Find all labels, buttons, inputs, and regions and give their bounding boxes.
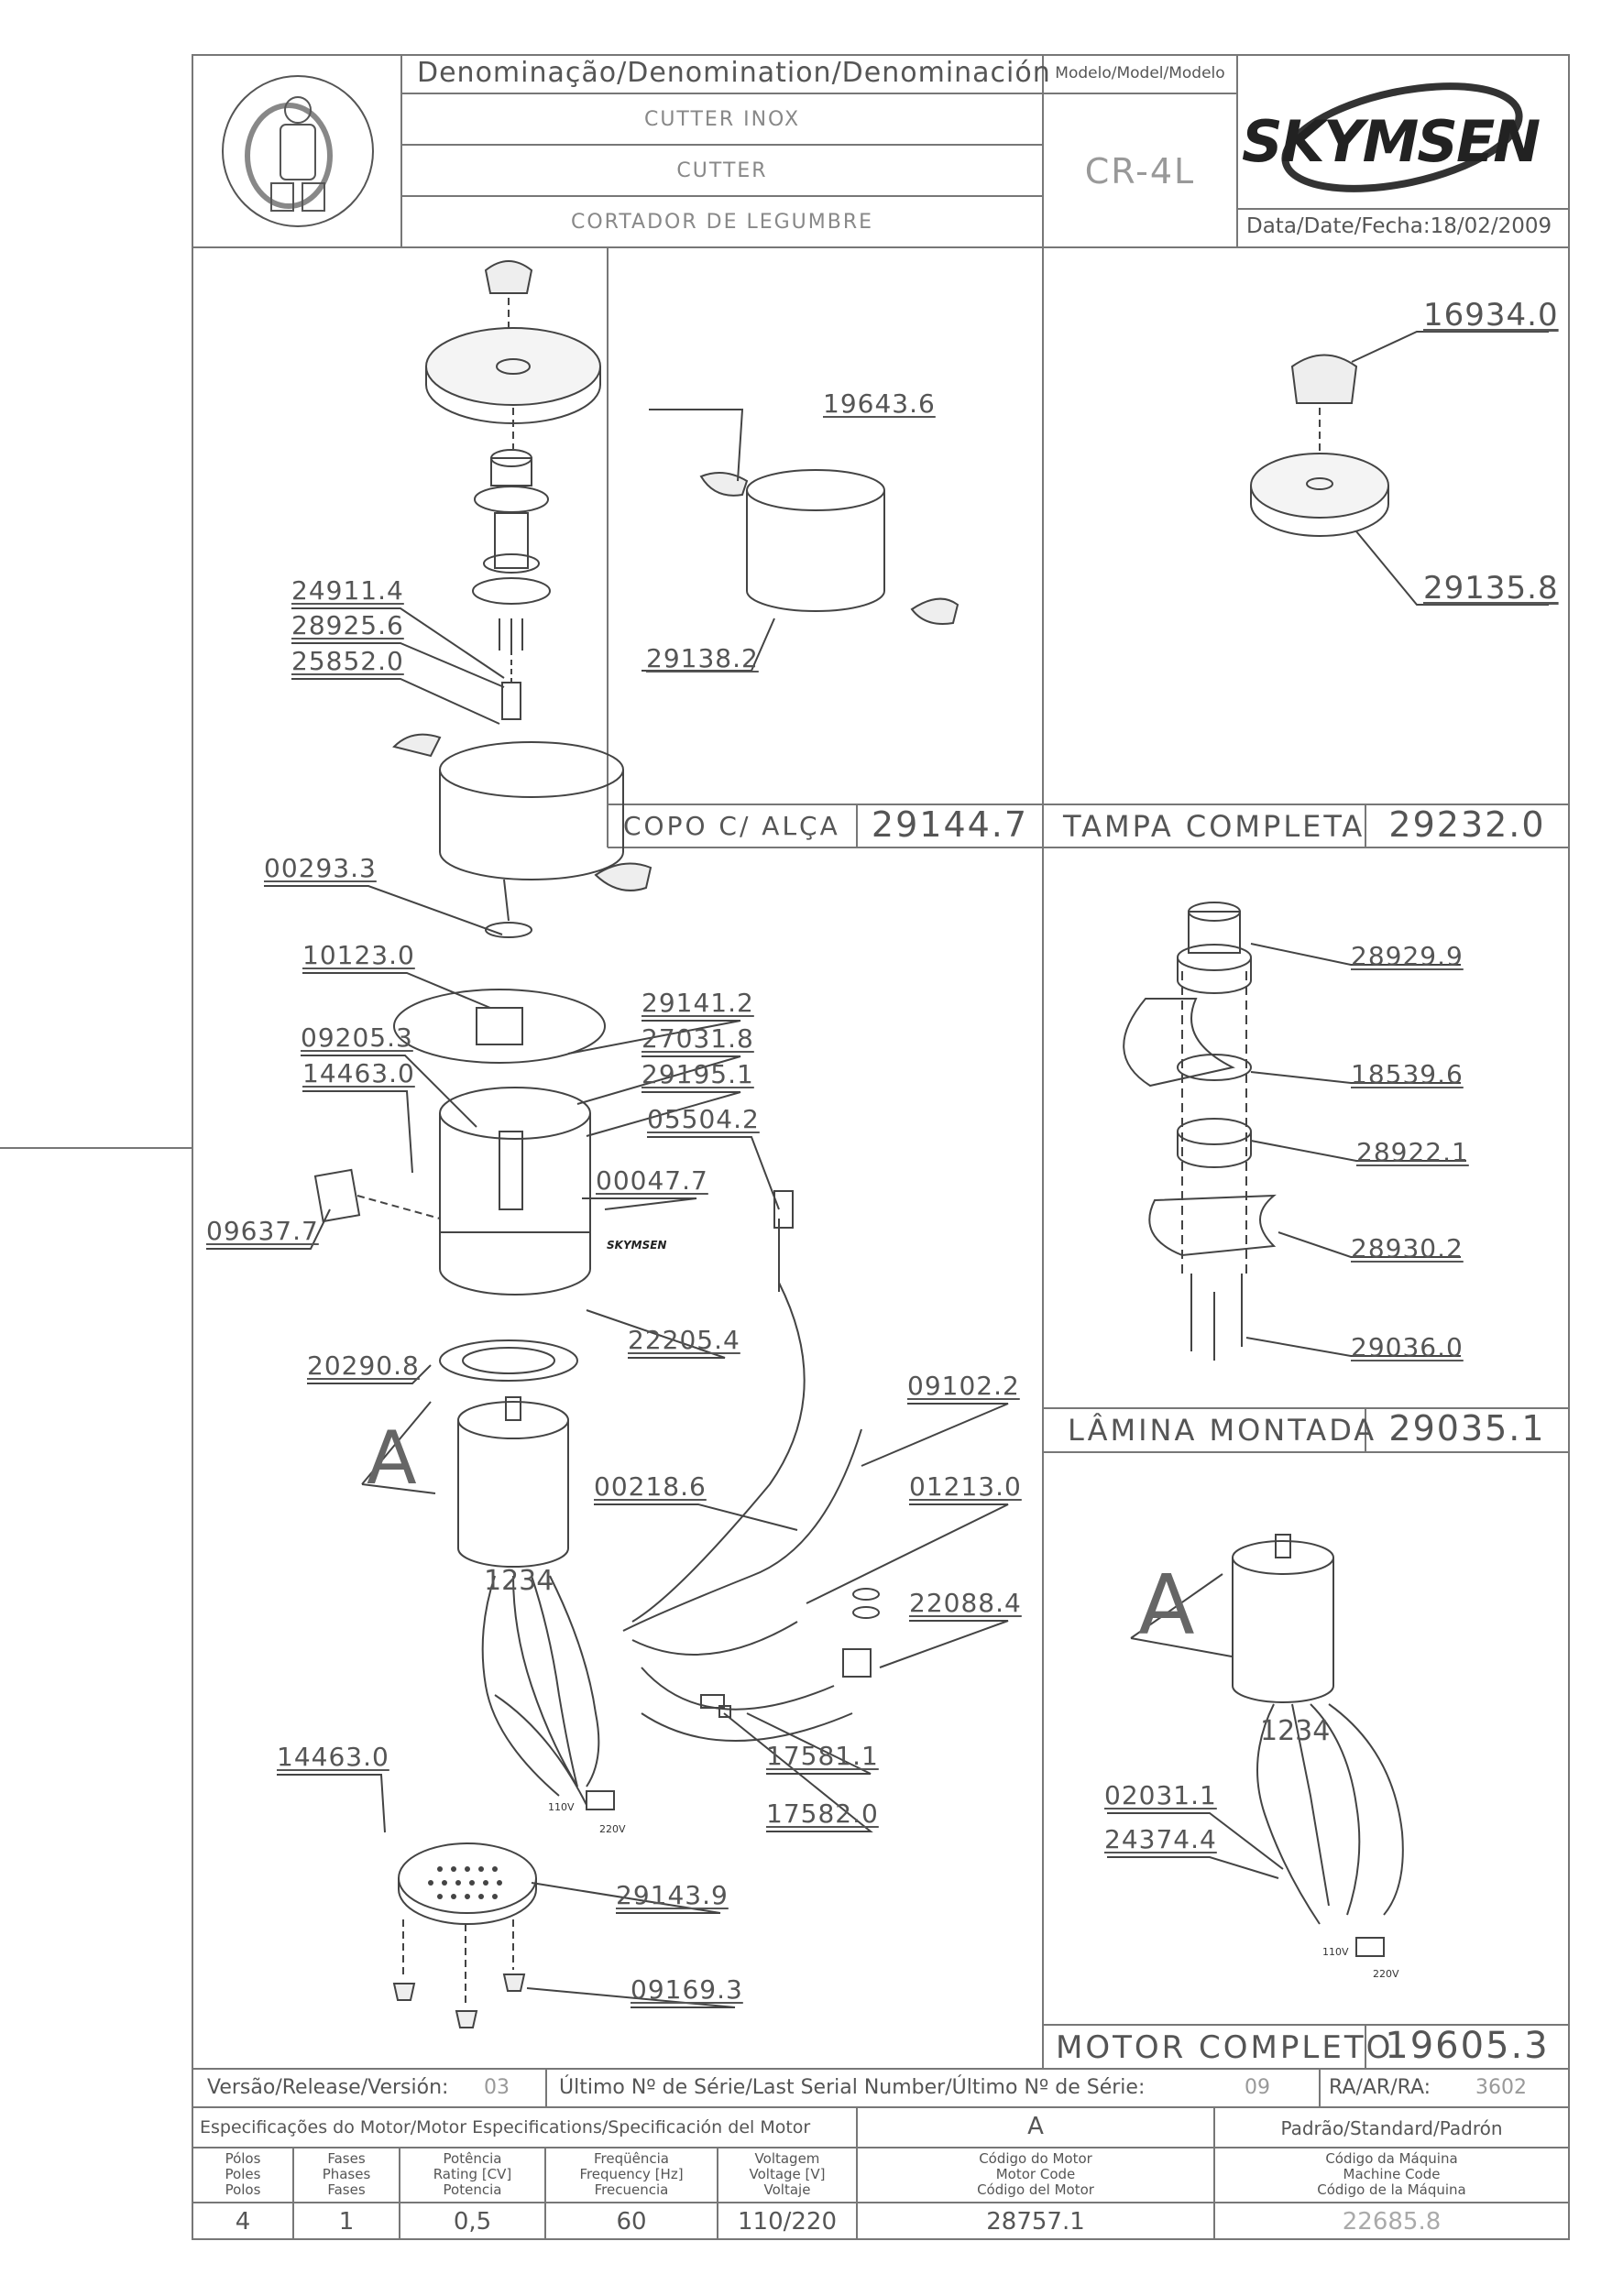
part-label-28930-2: 28930.2 [1351,1233,1464,1263]
copo-drawing [642,409,960,672]
date-field: Data/Date/Fecha:18/02/2009 [1246,214,1552,238]
part-label-24911-4: 24911.4 [291,575,404,606]
part-label-05504-2: 05504.2 [647,1104,760,1134]
part-label-24374-4: 24374.4 [1104,1824,1217,1854]
part-label-09205-3: 09205.3 [301,1022,413,1053]
volt-220-main: 220V [599,1823,626,1835]
motor-title: MOTOR COMPLETO [1056,2029,1394,2066]
name-pt: CUTTER INOX [643,108,801,131]
serial-label: Último Nº de Série/Last Serial Number/Úl… [559,2076,1146,2099]
part-label-28925-6: 28925.6 [291,610,404,640]
base-vent-holes [428,1866,502,1899]
part-label-25852-0: 25852.0 [291,646,404,676]
date-label: Data/Date/Fecha: [1246,214,1431,238]
copo-title: COPO C/ ALÇA [623,811,840,841]
part-label-18539-6: 18539.6 [1351,1059,1464,1089]
part-label-00047-7: 00047.7 [596,1165,708,1196]
part-label-10123-0: 10123.0 [302,940,415,970]
part-label-09169-3: 09169.3 [631,1974,743,2005]
part-label-17581-1: 17581.1 [766,1741,879,1771]
part-label-29195-1: 29195.1 [642,1059,754,1089]
part-label-22205-4: 22205.4 [628,1325,740,1355]
motor-drawing [1107,1534,1404,1957]
seal-logo [222,75,374,227]
wire-numbers-main: 1234 [484,1565,554,1597]
callout-a-main: A [367,1416,417,1501]
col-header-poles: Pólos Poles Polos [225,2150,261,2198]
tampa-title: TAMPA COMPLETA [1063,809,1365,844]
tampa-drawing [1250,331,1549,606]
part-label-28929-9: 28929.9 [1351,941,1464,971]
part-label-16934-0: 16934.0 [1423,297,1559,333]
part-label-14463-0-a: 14463.0 [302,1058,415,1088]
ra-value: 3602 [1475,2076,1527,2099]
part-label-22088-4: 22088.4 [909,1588,1022,1618]
col-header-motor-code: Código do Motor Motor Code Código del Mo… [977,2150,1094,2198]
name-es: CORTADOR DE LEGUMBRE [570,211,874,234]
standard-label: Padrão/Standard/Padrón [1280,2117,1503,2139]
val-rating: 0,5 [453,2208,492,2236]
lamina-drawing [1123,902,1466,1361]
col-header-rating: Potência Rating [CV] Potencia [433,2150,512,2198]
denomination-label: Denominação/Denomination/Denominación [417,57,1051,89]
name-en: CUTTER [676,159,768,182]
part-label-27031-8: 27031.8 [642,1023,754,1054]
part-label-02031-1: 02031.1 [1104,1780,1217,1810]
part-label-29135-8: 29135.8 [1423,570,1559,607]
val-poles: 4 [235,2208,251,2236]
copo-code: 29144.7 [871,804,1029,845]
val-motor-code: 28757.1 [986,2208,1085,2236]
part-label-17582-0: 17582.0 [766,1799,879,1829]
part-label-29138-2: 29138.2 [646,643,759,673]
part-label-09102-2: 09102.2 [907,1371,1020,1401]
lamina-code: 29035.1 [1388,1408,1546,1449]
part-label-00218-6: 00218.6 [594,1471,707,1502]
part-label-09637-7: 09637.7 [206,1216,319,1246]
volt-110-main: 110V [548,1801,575,1813]
part-label-29143-9: 29143.9 [616,1880,729,1910]
col-header-frequency: Freqüência Frequency [Hz] Frecuencia [579,2150,684,2198]
col-header-machine-code: Código da Máquina Machine Code Código de… [1317,2150,1466,2198]
motor-spec-label: Especificações do Motor/Motor Especifica… [200,2117,811,2137]
val-frequency: 60 [616,2208,647,2236]
col-header-phases: Fases Phases Fases [322,2150,371,2198]
part-label-28922-1: 28922.1 [1356,1137,1469,1167]
serial-value: 09 [1245,2076,1270,2099]
callout-a-motor: A [1138,1558,1195,1654]
main-exploded-view [206,260,1009,2028]
model-value: CR-4L [1084,151,1196,191]
volt-220-motor: 220V [1373,1968,1399,1980]
part-label-01213-0: 01213.0 [909,1471,1022,1502]
wire-numbers-motor: 1234 [1260,1715,1331,1747]
val-machine-code: 22685.8 [1342,2208,1442,2236]
part-label-00293-3: 00293.3 [264,853,377,883]
part-label-14463-0-b: 14463.0 [277,1742,389,1772]
seal-text: ASSISTÊNCIA TÉCNICA AUTORIZADA [218,229,368,238]
part-label-29141-2: 29141.2 [642,988,754,1018]
date-value: 18/02/2009 [1430,214,1552,238]
tampa-code: 29232.0 [1388,804,1546,845]
brand-small: SKYMSEN [607,1239,667,1252]
version-label: Versão/Release/Versión: [207,2076,449,2099]
motor-ref: A [1027,2113,1044,2140]
ra-label: RA/AR/RA: [1329,2076,1431,2099]
brand-swoosh [1281,82,1523,192]
val-phases: 1 [338,2208,355,2236]
lamina-title: LÂMINA MONTADA [1068,1413,1377,1448]
part-label-29036-0: 29036.0 [1351,1332,1464,1362]
model-label: Modelo/Model/Modelo [1055,64,1225,82]
version-value: 03 [484,2076,510,2099]
part-label-20290-8: 20290.8 [307,1350,420,1381]
val-voltage: 110/220 [737,2208,837,2236]
volt-110-motor: 110V [1322,1946,1349,1958]
part-label-19643-6: 19643.6 [823,388,936,419]
brand-logo: SKYMSEN [1242,108,1541,175]
motor-code: 19605.3 [1385,2025,1550,2067]
col-header-voltage: Voltagem Voltage [V] Voltaje [749,2150,826,2198]
